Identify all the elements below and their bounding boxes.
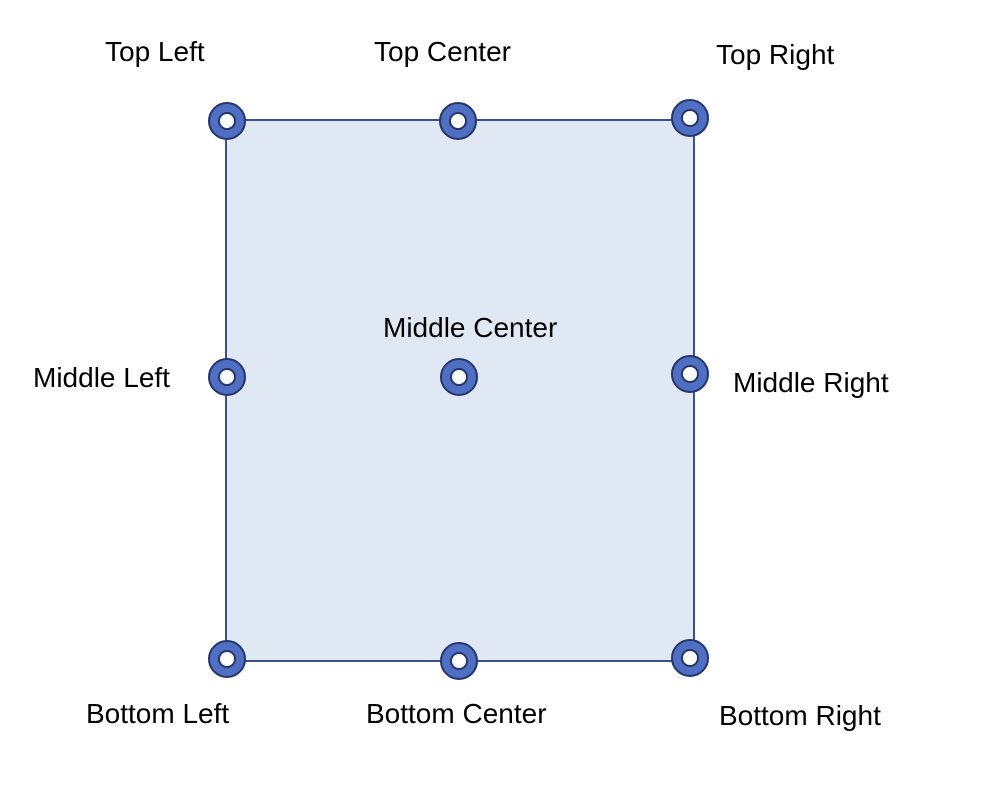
label-middle-right: Middle Right (733, 367, 889, 398)
handle-middle-center-icon[interactable] (440, 358, 478, 396)
handle-bottom-left-icon[interactable] (208, 640, 246, 678)
label-top-right: Top Right (716, 39, 835, 70)
handle-bottom-center-icon[interactable] (440, 642, 478, 680)
handle-middle-right-icon[interactable] (671, 355, 709, 393)
label-middle-center: Middle Center (383, 312, 558, 343)
label-bottom-center: Bottom Center (366, 698, 547, 729)
handle-bottom-right-icon[interactable] (671, 639, 709, 677)
handle-top-center-icon[interactable] (439, 102, 477, 140)
label-bottom-left: Bottom Left (86, 698, 230, 729)
handle-middle-left-icon[interactable] (208, 358, 246, 396)
handle-top-right-icon[interactable] (671, 99, 709, 137)
label-top-center: Top Center (374, 36, 511, 67)
label-bottom-right: Bottom Right (719, 700, 881, 731)
label-middle-left: Middle Left (33, 362, 170, 393)
handle-top-left-icon[interactable] (208, 102, 246, 140)
label-top-left: Top Left (105, 36, 205, 67)
